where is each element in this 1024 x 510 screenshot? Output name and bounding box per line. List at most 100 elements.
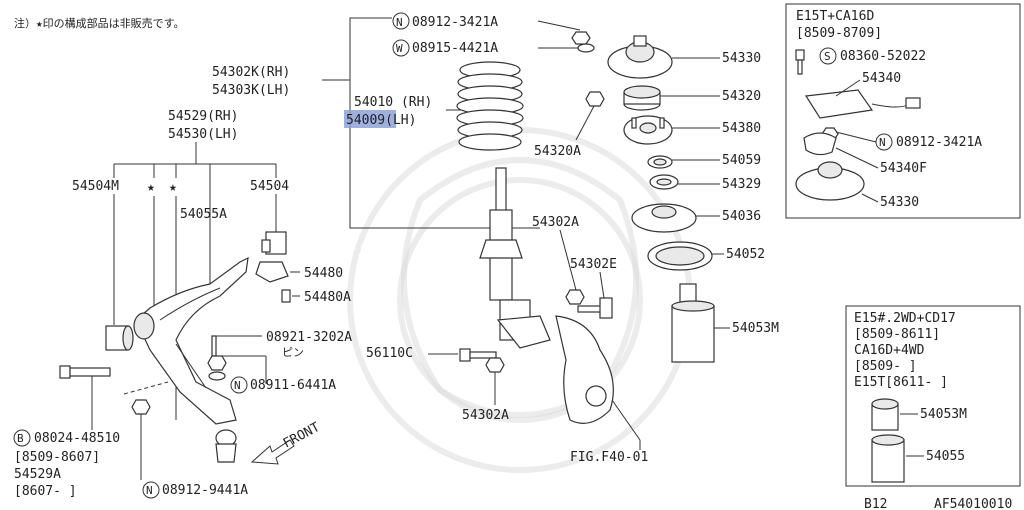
- label-54009[interactable]: 54009(LH): [346, 113, 416, 128]
- label-fig-f40-01[interactable]: FIG.F40-01: [570, 450, 648, 465]
- header-note: 注）★印の構成部品は非販売です。: [14, 16, 185, 30]
- coil-spring[interactable]: [456, 61, 524, 151]
- inset2-line2: [8509-8611]: [854, 327, 940, 342]
- label-54329[interactable]: 54329: [722, 177, 761, 192]
- bump-stop-inset-54053m[interactable]: [871, 398, 899, 431]
- label-inset1-54340[interactable]: 54340: [862, 71, 901, 86]
- lower-control-arm[interactable]: [133, 256, 249, 425]
- svg-text:08911-6441A: 08911-6441A: [250, 378, 336, 393]
- bushing-54504[interactable]: [261, 231, 287, 255]
- insulator-54052[interactable]: [647, 241, 713, 271]
- label-front: FRONT: [281, 420, 323, 452]
- nut-top-shape: [571, 31, 591, 45]
- inset-box-e15t-ca16d: [785, 3, 1021, 219]
- n-08912-3421a-callout[interactable]: N 08912-3421A: [392, 12, 498, 30]
- label-54052[interactable]: 54052: [726, 247, 765, 262]
- long-bolt: [59, 365, 111, 379]
- label-54320[interactable]: 54320: [722, 89, 761, 104]
- label-54529-rh[interactable]: 54529(RH): [168, 109, 238, 124]
- label-54059[interactable]: 54059: [722, 153, 761, 168]
- label-54302a-upper[interactable]: 54302A: [532, 215, 579, 230]
- label-54529a[interactable]: 54529A: [14, 467, 61, 482]
- plate-54340f[interactable]: [803, 132, 837, 156]
- label-inset1-54330[interactable]: 54330: [880, 195, 919, 210]
- label-54320a[interactable]: 54320A: [534, 144, 581, 159]
- n-marker-9441: N: [146, 484, 153, 497]
- n-marker-inset: N: [879, 136, 886, 149]
- washer-shape: [577, 43, 595, 53]
- svg-text:08912-3421A: 08912-3421A: [412, 15, 498, 30]
- bushing-54320[interactable]: [623, 85, 661, 111]
- label-54504m[interactable]: 54504M: [72, 179, 119, 194]
- ball-joint[interactable]: [215, 429, 237, 463]
- svg-text:08912-9441A: 08912-9441A: [162, 483, 248, 498]
- label-54480a[interactable]: 54480A: [304, 290, 351, 305]
- pin-shape: [211, 335, 217, 357]
- inset2-line1: E15#.2WD+CD17: [854, 311, 956, 326]
- seat-54036[interactable]: [631, 203, 697, 233]
- label-54480[interactable]: 54480: [304, 266, 343, 281]
- label-54053m[interactable]: 54053M: [732, 321, 779, 336]
- code-b12: B12: [864, 497, 887, 510]
- label-54302e[interactable]: 54302E: [570, 257, 617, 272]
- n-08912-3421a-inset-callout[interactable]: N 08912-3421A: [875, 133, 982, 151]
- label-54330[interactable]: 54330: [722, 51, 761, 66]
- nut-08912-9441a: [131, 399, 151, 415]
- label-inset2-54055[interactable]: 54055: [926, 449, 965, 464]
- label-inset1-54340f[interactable]: 54340F: [880, 161, 927, 176]
- label-54036[interactable]: 54036: [722, 209, 761, 224]
- label-54055a[interactable]: 54055A: [180, 207, 227, 222]
- n-marker: N: [396, 16, 403, 29]
- b-08024-48510-callout[interactable]: B 08024-48510: [13, 429, 120, 447]
- code-af54010010: AF54010010: [934, 497, 1012, 510]
- inset1-range: [8509-8709]: [796, 26, 882, 41]
- bolt-08360-52022: [795, 49, 805, 75]
- strut-shock[interactable]: [479, 167, 551, 349]
- bushing-54504m[interactable]: [105, 325, 134, 351]
- s-marker: S: [824, 50, 831, 63]
- label-54302a-lower[interactable]: 54302A: [462, 408, 509, 423]
- inset2-line4: [8509- ]: [854, 359, 917, 374]
- steering-knuckle[interactable]: [555, 315, 614, 424]
- inset2-line3: CA16D+4WD: [854, 343, 925, 358]
- bracket-54340[interactable]: [804, 89, 921, 119]
- seal-54059[interactable]: [647, 155, 673, 169]
- w-08915-4421a-callout[interactable]: W 08915-4421A: [392, 39, 498, 57]
- bearing-54329[interactable]: [649, 174, 679, 190]
- label-54010[interactable]: 54010 (RH): [354, 95, 432, 110]
- svg-text:08360-52022: 08360-52022: [840, 49, 926, 64]
- strut-mount-54330[interactable]: [607, 35, 673, 79]
- inset1-title: E15T+CA16D: [796, 9, 874, 24]
- label-54303k[interactable]: 54303K(LH): [212, 83, 290, 98]
- label-08921-3202a[interactable]: 08921-3202A: [266, 330, 352, 345]
- w-marker: W: [396, 42, 403, 55]
- label-54529a-range: [8607- ]: [14, 484, 77, 499]
- mount-inset-54330[interactable]: [795, 161, 865, 201]
- label-54504[interactable]: 54504: [250, 179, 289, 194]
- n-08912-9441a-callout[interactable]: N 08912-9441A: [142, 481, 248, 499]
- plate-54380[interactable]: [623, 115, 673, 145]
- highlight-54009: [344, 110, 396, 128]
- front-arrow-icon: [250, 439, 295, 465]
- s-08360-52022-callout[interactable]: S 08360-52022: [819, 47, 926, 65]
- svg-text:08024-48510: 08024-48510: [34, 431, 120, 446]
- bracket-54480[interactable]: [255, 261, 289, 283]
- star-marker-2: ★: [169, 180, 177, 195]
- label-inset2-54053m[interactable]: 54053M: [920, 407, 967, 422]
- b-marker: B: [17, 432, 24, 445]
- label-54380[interactable]: 54380: [722, 121, 761, 136]
- label-54530-lh[interactable]: 54530(LH): [168, 127, 238, 142]
- svg-text:08915-4421A: 08915-4421A: [412, 41, 498, 56]
- bolt-56110c: [459, 348, 497, 362]
- label-pin: ピン: [282, 346, 304, 359]
- n-08911-6441a-callout[interactable]: N 08911-6441A: [230, 376, 336, 394]
- label-56110c[interactable]: 56110C: [366, 346, 413, 361]
- svg-text:08912-3421A: 08912-3421A: [896, 135, 982, 150]
- bump-stop-54053m[interactable]: [671, 283, 715, 363]
- boot-inset-54055[interactable]: [871, 434, 905, 483]
- bolt-54480a: [281, 289, 291, 303]
- label-54302k[interactable]: 54302K(RH): [212, 65, 290, 80]
- inset2-line5: E15T[8611- ]: [854, 375, 948, 390]
- nut-54302a-lower: [485, 357, 505, 373]
